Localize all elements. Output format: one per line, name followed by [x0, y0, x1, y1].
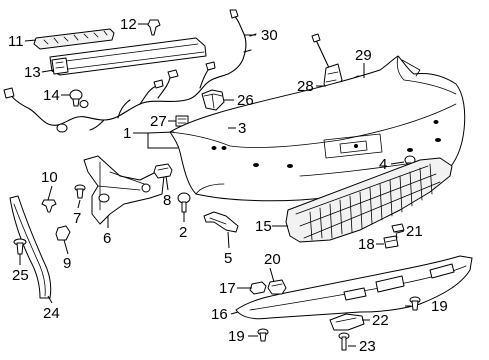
part-21-push-pin: [391, 223, 405, 239]
part-15-lower-absorber: [285, 157, 453, 243]
part-10-fastener: [41, 199, 57, 213]
callout-10: 10: [41, 169, 58, 186]
part-9-clip: [55, 225, 71, 241]
callout-30: 30: [261, 27, 278, 44]
callout-14: 14: [43, 87, 60, 104]
part-1-bumper-fascia: [169, 55, 466, 202]
callout-15: 15: [255, 218, 272, 235]
callout-20: 20: [264, 251, 281, 268]
part-6-side-bracket: [83, 155, 165, 225]
callout-28: 28: [297, 78, 314, 95]
part-25-fastener: [13, 238, 27, 255]
part-23-bolt: [338, 332, 350, 351]
part-13-impact-bar: [49, 37, 207, 76]
callout-16: 16: [211, 306, 228, 323]
part-30-wiring-harness: [3, 9, 257, 133]
callout-21: 21: [406, 223, 423, 240]
part-12-clip: [147, 19, 161, 36]
callout-11: 11: [8, 33, 24, 50]
part-14-fastener: [69, 89, 83, 107]
part-5-bracket: [203, 211, 239, 233]
callout-19-left: 19: [228, 328, 245, 345]
callout-9: 9: [63, 255, 71, 272]
leader-lines: [19, 23, 411, 347]
callout-8: 8: [163, 192, 171, 209]
callout-5: 5: [224, 250, 232, 267]
callout-29: 29: [355, 47, 372, 64]
part-18-clip: [383, 235, 399, 249]
part-17-fastener: [249, 281, 267, 295]
callout-2: 2: [179, 224, 187, 241]
callout-17: 17: [219, 280, 236, 297]
callout-6: 6: [103, 230, 111, 247]
callout-3: 3: [238, 120, 246, 137]
part-26-bumper-block: [201, 89, 225, 111]
callout-22: 22: [372, 312, 389, 329]
callout-labels: 11 12 13 14 30 26 27 3 28 29 1 4 10 7 8 …: [8, 16, 448, 355]
part-7-push-pin: [74, 184, 86, 199]
part-19-push-pin-right: [409, 296, 421, 311]
callout-12: 12: [120, 16, 137, 33]
callout-7: 7: [73, 210, 81, 227]
callout-19-right: 19: [431, 298, 448, 315]
part-8-clip: [153, 163, 173, 179]
callout-27: 27: [150, 113, 167, 130]
callout-13: 13: [24, 64, 41, 81]
part-24-side-seal: [9, 195, 52, 299]
callout-25: 25: [12, 267, 29, 284]
part-11-absorber-strip: [33, 28, 115, 50]
part-20-clip: [267, 279, 287, 295]
callout-23: 23: [359, 338, 376, 355]
part-22-bracket: [329, 313, 365, 331]
callout-4: 4: [379, 156, 387, 173]
part-2-bolt: [177, 192, 191, 213]
callout-18: 18: [358, 236, 375, 253]
callout-1: 1: [123, 125, 131, 142]
callout-24: 24: [43, 305, 60, 322]
callout-26: 26: [237, 92, 254, 109]
part-19-push-pin-left: [257, 328, 269, 342]
